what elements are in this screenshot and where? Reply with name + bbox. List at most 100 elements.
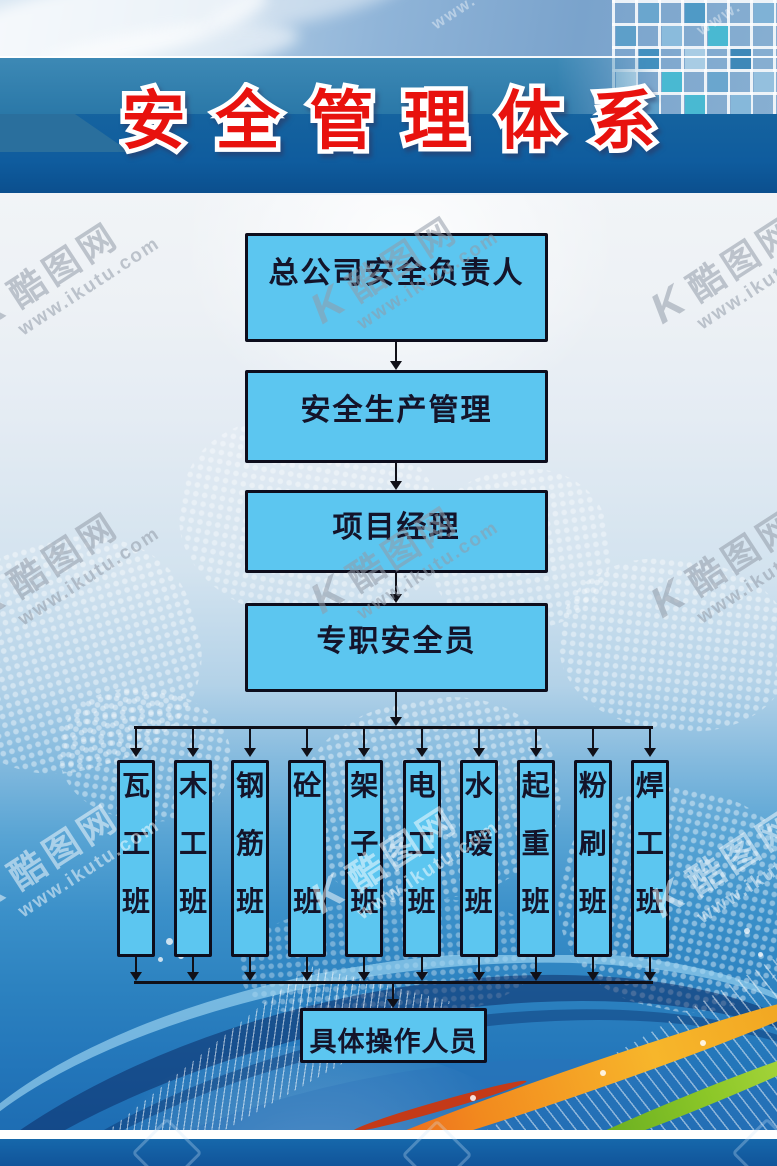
title-banner-highlight xyxy=(0,58,655,114)
node-company-safety-head: 总公司安全负责人 xyxy=(245,233,548,342)
arrow-head xyxy=(415,972,428,981)
arrow-head xyxy=(187,748,200,757)
team-box-char: 班 xyxy=(121,886,150,917)
page-title-outline: 安全管理体系 xyxy=(117,82,686,162)
arrow-head xyxy=(358,972,371,981)
mosaic-cell xyxy=(708,26,728,46)
team-box-char: 子 xyxy=(350,828,379,859)
connector-line xyxy=(395,692,397,719)
arrow-head xyxy=(358,748,371,757)
team-box-char: 工 xyxy=(179,828,208,859)
team-box: 瓦工班 xyxy=(117,760,155,957)
connector-line xyxy=(135,728,137,749)
team-box-char: 刷 xyxy=(578,828,607,859)
connector-line xyxy=(591,957,594,974)
team-box-char: 班 xyxy=(179,886,208,917)
team-box-char: 班 xyxy=(521,886,550,917)
arrow-head xyxy=(586,972,599,981)
team-box-char: 电 xyxy=(407,770,436,801)
connector-line xyxy=(420,728,423,749)
team-box: 水暖班 xyxy=(459,760,498,957)
arrow-head xyxy=(130,972,142,981)
arrow-head xyxy=(472,972,485,981)
sparkle-dot xyxy=(158,957,163,962)
connector-line xyxy=(477,728,480,749)
arrow-head xyxy=(643,748,656,757)
connector-line xyxy=(306,957,309,974)
team-box-char: 瓦 xyxy=(121,770,150,801)
node-safety-production-mgmt: 安全生产管理 xyxy=(245,370,548,463)
team-box-char: 起 xyxy=(521,770,550,801)
branch-rail-bottom xyxy=(134,981,653,984)
team-box: 起重班 xyxy=(516,760,555,957)
team-box-char: 班 xyxy=(407,886,436,917)
connector-line xyxy=(534,728,537,749)
node-project-manager: 项目经理 xyxy=(245,490,548,573)
connector-line xyxy=(249,957,252,974)
team-box-char: 班 xyxy=(635,886,664,917)
arrow-head xyxy=(301,748,314,757)
arrow-head xyxy=(244,972,257,981)
sparkle-dot xyxy=(166,938,173,945)
team-box-char: 班 xyxy=(293,886,322,917)
arrow-head xyxy=(130,748,142,757)
connector-line xyxy=(648,728,651,749)
mosaic-cell xyxy=(685,95,705,115)
team-box-char: 水 xyxy=(464,770,493,801)
team-box-char: 班 xyxy=(350,886,379,917)
team-box-char: 粉 xyxy=(578,770,607,801)
node-operators: 具体操作人员 xyxy=(300,1008,487,1063)
banner-top-line xyxy=(0,56,777,58)
mosaic-cell xyxy=(731,49,751,69)
team-box-char: 筋 xyxy=(236,828,265,859)
footer-band xyxy=(0,1139,777,1166)
mosaic-cell xyxy=(685,49,705,69)
arrow-head xyxy=(244,748,257,757)
page-title-text: 安全管理体系 xyxy=(121,86,686,157)
arrow-head xyxy=(187,972,200,981)
connector-line xyxy=(395,573,397,595)
team-box-char: 班 xyxy=(236,886,265,917)
arrow-head xyxy=(643,972,656,981)
mosaic-cell xyxy=(708,72,728,92)
connector-line xyxy=(392,983,394,1001)
arrow-head xyxy=(390,717,402,726)
mosaic-cell xyxy=(662,26,682,46)
sparkle-dot xyxy=(744,928,750,934)
mosaic-cell xyxy=(616,26,636,46)
team-box-char: 暖 xyxy=(464,828,493,859)
connector-line xyxy=(363,957,366,974)
connector-line xyxy=(192,957,195,974)
team-box: 砼班 xyxy=(288,760,327,957)
node-label: 专职安全员 xyxy=(316,625,477,658)
connector-line xyxy=(477,957,480,974)
mosaic-cell xyxy=(639,3,659,23)
team-box-char: 班 xyxy=(464,886,493,917)
arrow-head xyxy=(529,972,542,981)
arrow-head xyxy=(586,748,599,757)
team-box: 钢筋班 xyxy=(231,760,270,957)
node-fulltime-safety-officer: 专职安全员 xyxy=(245,603,548,692)
arrow-head xyxy=(390,481,402,490)
sparkle-dot xyxy=(700,1040,706,1046)
connector-line xyxy=(306,728,309,749)
arrow-head xyxy=(387,999,399,1008)
node-label: 总公司安全负责人 xyxy=(268,257,525,290)
connector-line xyxy=(534,957,537,974)
team-box-char: 工 xyxy=(407,828,436,859)
team-box: 电工班 xyxy=(402,760,441,957)
team-box-char: 架 xyxy=(350,770,379,801)
connector-line xyxy=(648,957,651,974)
connector-line xyxy=(420,957,423,974)
team-box: 粉刷班 xyxy=(573,760,612,957)
mosaic-cell xyxy=(685,3,705,23)
sparkle-dot xyxy=(758,952,763,957)
team-box-char: 焊 xyxy=(635,770,664,801)
arrow-head xyxy=(390,361,402,370)
team-box-char: 班 xyxy=(578,886,607,917)
team-box-char: 钢 xyxy=(236,770,265,801)
mosaic-cell xyxy=(731,95,751,115)
connector-line xyxy=(395,463,397,482)
node-label: 具体操作人员 xyxy=(309,1027,478,1057)
